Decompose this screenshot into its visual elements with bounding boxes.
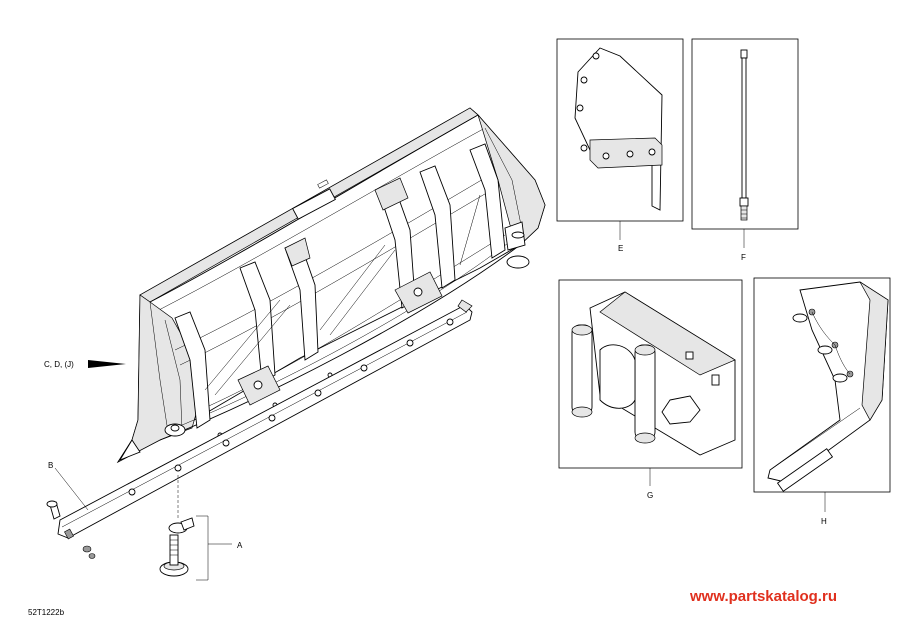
label-g: G <box>647 491 653 500</box>
label-cdj: C, D, (J) <box>44 360 74 369</box>
callout-arrow-cdj <box>88 360 126 368</box>
wear-bar-b <box>46 299 473 559</box>
blade-ribs <box>174 143 506 429</box>
rod-f <box>739 49 749 221</box>
side-plate-e <box>574 47 663 211</box>
mounting-brackets <box>237 177 443 406</box>
detail-box-f <box>691 38 799 230</box>
detail-box-g <box>558 279 743 469</box>
mounting-bracket-g <box>571 291 736 456</box>
label-f: F <box>741 253 746 262</box>
skid-shoe-a <box>159 517 195 577</box>
deflector-clips <box>792 308 854 383</box>
plow-blade <box>116 107 546 464</box>
watermark-url: www.partskatalog.ru <box>689 588 837 605</box>
deflector-h <box>767 281 889 492</box>
wear-bar-bolts <box>128 318 454 496</box>
label-a: A <box>237 541 243 550</box>
label-h: H <box>821 517 827 526</box>
label-e: E <box>618 244 623 253</box>
blade-feet <box>164 221 530 437</box>
detail-box-h <box>753 277 891 493</box>
label-b: B <box>48 461 53 470</box>
drawing-code: 52T1222b <box>28 608 65 617</box>
